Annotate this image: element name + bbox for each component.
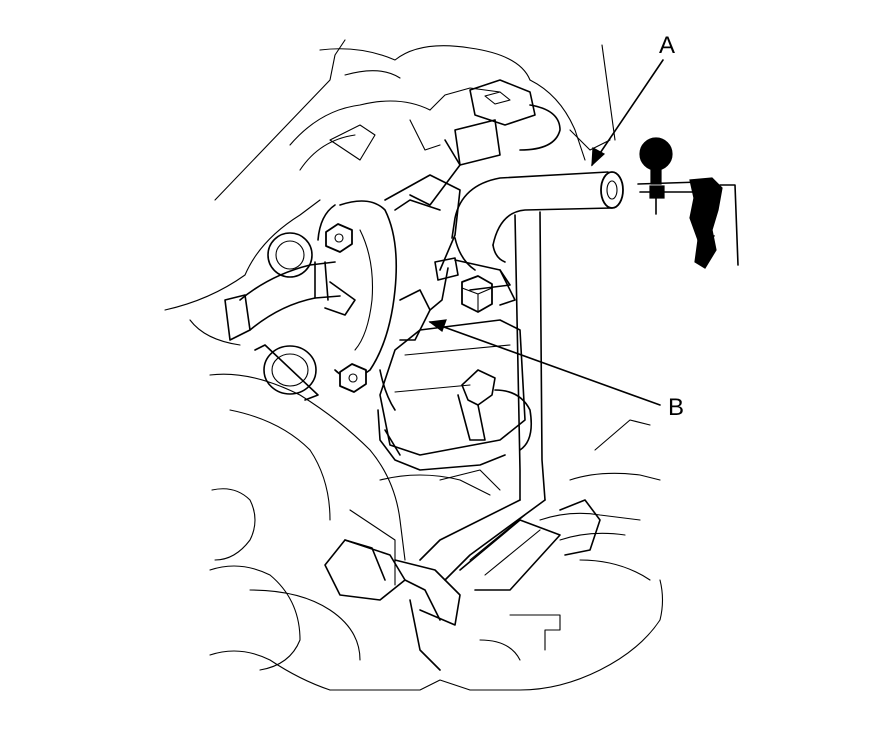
vacuum-hose-a [451, 171, 624, 306]
mounting-bolts [325, 223, 493, 393]
vertical-hose [419, 211, 546, 581]
vacuum-pump-gauge-icon [637, 137, 739, 269]
leader-line-b [429, 321, 661, 406]
leader-arrow-b [428, 319, 447, 332]
callout-label-a: A [659, 32, 676, 59]
canister [377, 319, 526, 471]
leader-line-a [591, 59, 664, 166]
sensor-connector [409, 79, 561, 206]
callout-label-b: B [668, 394, 685, 421]
hose-clamp [457, 369, 533, 451]
left-pipe [224, 232, 356, 401]
callout-leaders [428, 59, 664, 406]
background-engine-parts [164, 39, 664, 691]
leader-arrow-a [591, 147, 606, 167]
lower-bracket [324, 499, 601, 671]
